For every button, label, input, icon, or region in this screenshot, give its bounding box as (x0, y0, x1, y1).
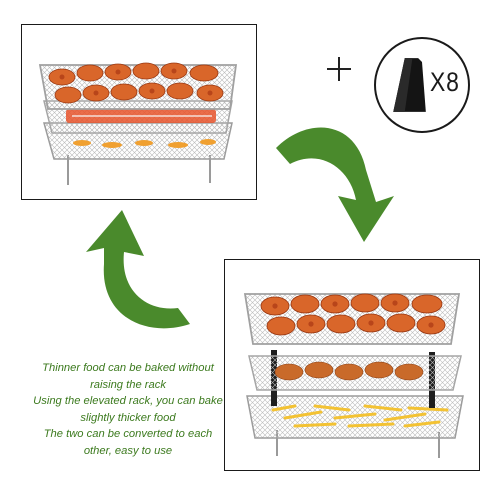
elevated-racks-illustration (243, 293, 464, 458)
caption-line: slightly thicker food (80, 411, 176, 424)
clip-quantity-label: X8 (430, 67, 460, 97)
usage-caption: Thinner food can be baked without raisin… (28, 360, 228, 460)
caption-line: Using the elevated rack, you can bake (33, 395, 223, 408)
rack-clip-icon (393, 58, 426, 112)
rack-clip-accessory (374, 37, 470, 133)
caption-line: raising the rack (90, 378, 166, 391)
caption-line: other, easy to use (83, 444, 173, 457)
bottom-rack-photo (224, 259, 480, 471)
caption-line: The two can be converted to each (43, 428, 213, 441)
top-rack-photo (21, 24, 257, 200)
curved-arrow-up-icon (86, 210, 190, 329)
stacked-racks-illustration (38, 62, 238, 185)
plus-icon (327, 57, 351, 81)
caption-line: Thinner food can be baked without (42, 362, 214, 374)
curved-arrow-down-icon (276, 127, 394, 242)
